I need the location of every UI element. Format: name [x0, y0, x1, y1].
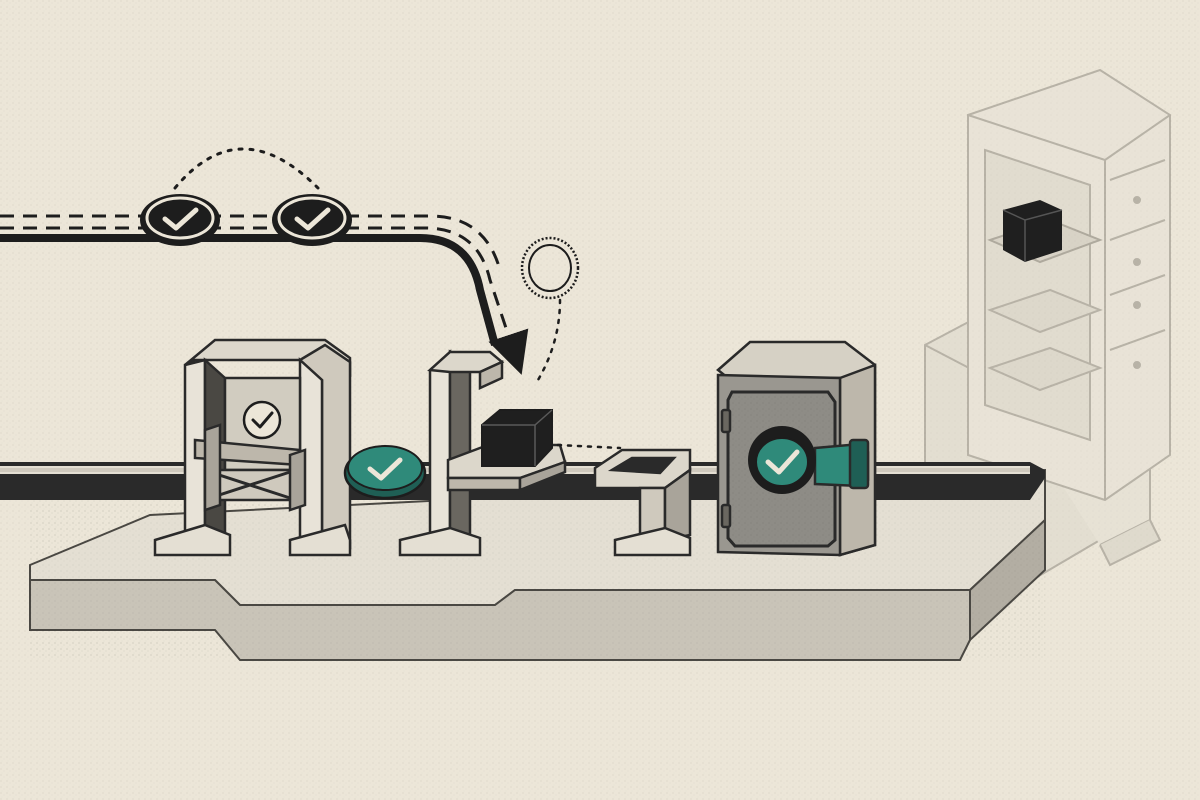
vault-check-icon	[748, 426, 816, 494]
handoff-arc	[173, 147, 320, 190]
ring-drop-line	[533, 298, 562, 387]
empty-tray	[593, 448, 692, 557]
teal-check-token-icon	[343, 445, 427, 500]
gate-check-icon	[242, 400, 282, 440]
ghost-storage-rack	[924, 68, 1171, 592]
ring-icon	[520, 236, 580, 300]
upper-track	[0, 214, 529, 375]
cube-handoff-line	[556, 443, 622, 450]
check-token-icon	[140, 194, 220, 246]
stored-cube-icon	[1002, 200, 1063, 262]
check-token-icon	[272, 194, 352, 246]
cube-icon	[481, 409, 553, 467]
check-gate	[153, 338, 352, 557]
